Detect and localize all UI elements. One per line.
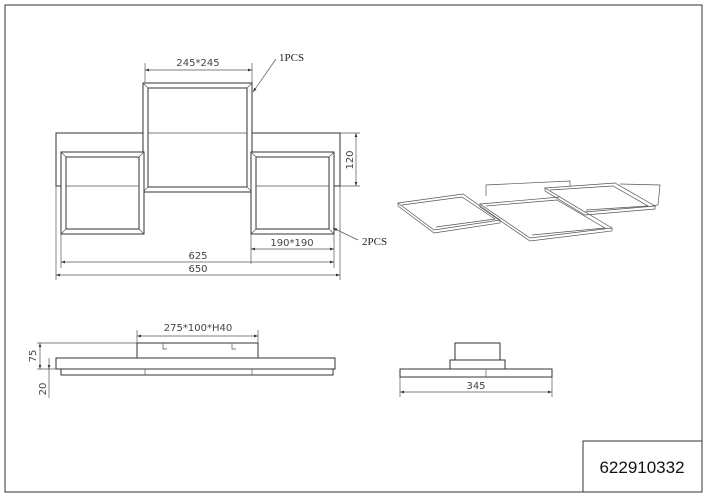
side-view: 275*100*H40 75 20	[28, 323, 336, 398]
total-height-label: 75	[28, 350, 39, 363]
top-view: 245*245 1PCS 120 190*190 2PCS 625 650	[55, 52, 387, 280]
center-panel-size-label: 245*245	[176, 58, 219, 69]
article-number: 622910332	[599, 458, 684, 477]
title-block: 622910332	[582, 440, 703, 493]
total-width-label: 650	[188, 264, 207, 275]
panel-height-label: 20	[38, 383, 49, 396]
center-panel	[142, 82, 253, 193]
left-panel	[60, 151, 145, 235]
perspective-view	[397, 180, 661, 242]
right-panel	[250, 151, 335, 235]
leader-2pcs	[332, 227, 359, 241]
canopy-size-label: 275*100*H40	[164, 323, 232, 334]
side-panel-size-label: 190*190	[270, 238, 313, 249]
depth-label: 120	[345, 150, 356, 169]
end-width-label: 345	[466, 381, 485, 392]
inner-width-label: 625	[188, 251, 207, 262]
leader-1pcs	[252, 58, 277, 93]
center-panel-qty-label: 1PCS	[279, 52, 304, 64]
side-panel-qty-label: 2PCS	[362, 236, 387, 248]
end-view: 345	[399, 342, 553, 397]
drawing-frame	[4, 4, 703, 493]
